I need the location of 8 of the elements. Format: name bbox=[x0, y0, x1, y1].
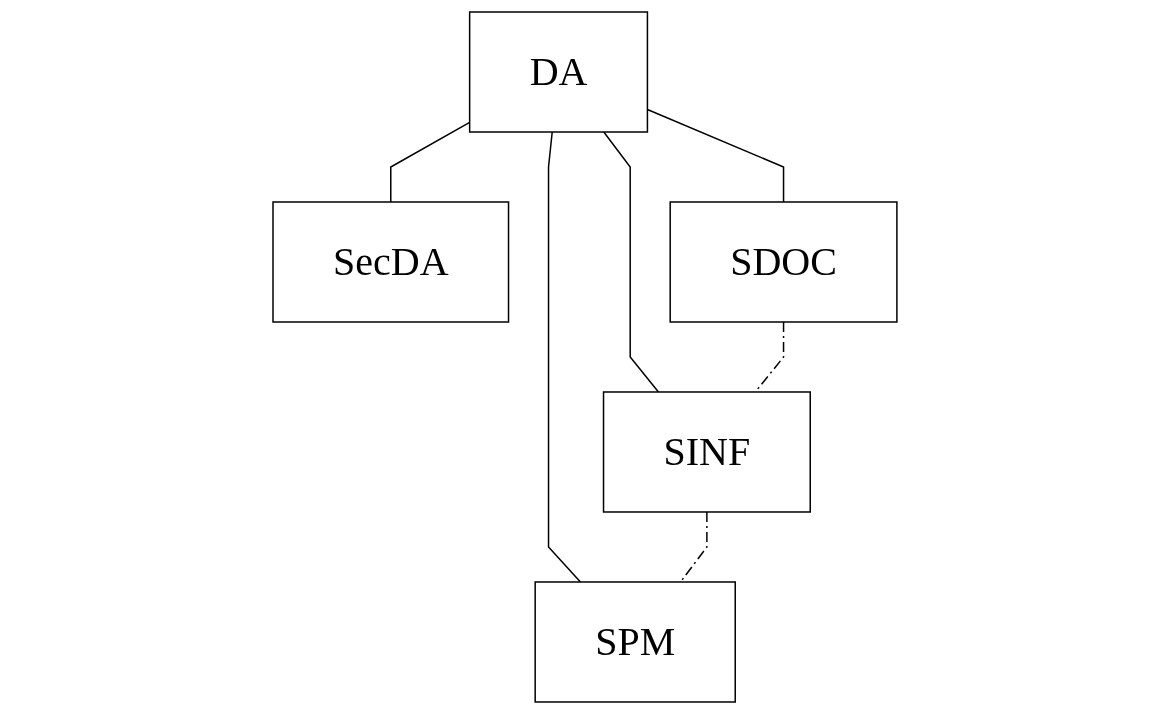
node-box: SINF bbox=[602, 390, 811, 513]
node-box: SecDA bbox=[272, 200, 510, 323]
connector bbox=[679, 510, 708, 583]
connector bbox=[547, 130, 582, 583]
connector bbox=[603, 130, 660, 393]
node-box: SPM bbox=[534, 580, 737, 703]
node-box: DA bbox=[468, 10, 649, 133]
node-box: SDOC bbox=[669, 200, 898, 323]
